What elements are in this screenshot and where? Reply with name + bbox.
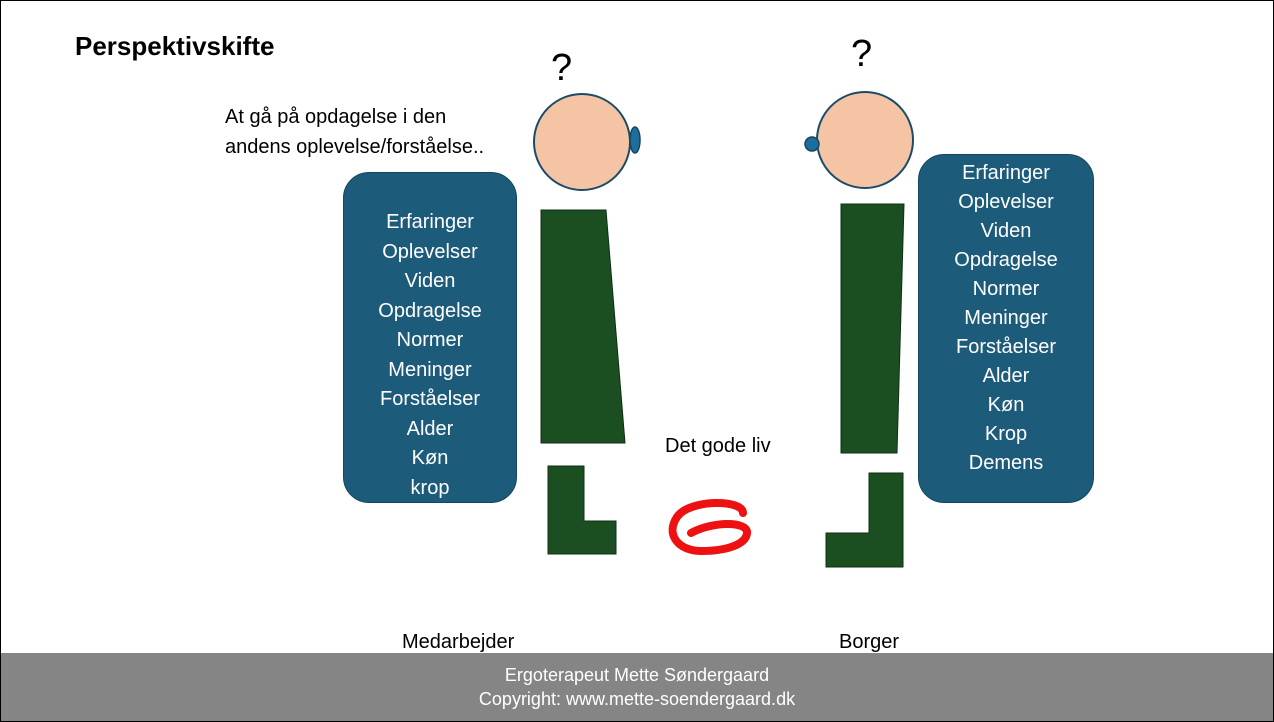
right-leg xyxy=(825,472,904,568)
list-item: Viden xyxy=(404,270,456,292)
list-item: Alder xyxy=(406,417,454,440)
list-item: Forståelser xyxy=(955,336,1057,358)
right-question-mark: ? xyxy=(851,33,873,75)
list-item: Forståelser xyxy=(379,388,481,410)
right-attributes-list: Erfaringer Oplevelser Viden Opdragelse N… xyxy=(919,159,1093,478)
left-head xyxy=(533,93,631,191)
list-item: Køn xyxy=(987,394,1025,416)
left-leg xyxy=(547,465,617,555)
slide-title: Perspektivskifte xyxy=(75,31,275,61)
right-person-label: Borger xyxy=(839,631,900,653)
list-item: Demens xyxy=(968,452,1044,474)
center-text: Det gode liv xyxy=(665,435,771,457)
list-item: Viden xyxy=(980,220,1032,242)
left-ear xyxy=(629,126,641,154)
left-attributes-list: Erfaringer Oplevelser Viden Opdragelse N… xyxy=(344,208,516,503)
list-item: Meninger xyxy=(388,358,472,381)
connection-squiggle xyxy=(668,499,751,556)
list-item: Erfaringer xyxy=(386,211,474,233)
list-item: Opdragelse xyxy=(378,299,482,322)
list-item: Erfaringer xyxy=(962,162,1050,184)
left-torso xyxy=(540,209,626,444)
list-item: Køn xyxy=(411,447,449,469)
list-item: Krop xyxy=(984,423,1028,445)
left-person-label: Medarbejder xyxy=(402,631,515,653)
list-item: Alder xyxy=(982,365,1030,387)
right-attributes-box: Erfaringer Oplevelser Viden Opdragelse N… xyxy=(918,154,1094,503)
right-torso xyxy=(840,203,905,454)
footer-copyright: Copyright: www.mette-soendergaard.dk xyxy=(478,689,796,709)
list-item: krop xyxy=(410,476,450,499)
list-item: Oplevelser xyxy=(382,240,478,263)
footer-author: Ergoterapeut Mette Søndergaard xyxy=(504,665,770,685)
list-item: Opdragelse xyxy=(954,249,1058,271)
intro-line-2: andens oplevelse/forståelse.. xyxy=(225,136,485,158)
right-head xyxy=(816,91,914,189)
right-ear xyxy=(804,136,820,152)
left-question-mark: ? xyxy=(551,47,573,89)
intro-text: At gå på opdagelse i den andens oplevels… xyxy=(225,102,484,162)
list-item: Normer xyxy=(396,329,464,351)
left-attributes-box: Erfaringer Oplevelser Viden Opdragelse N… xyxy=(343,172,517,503)
list-item: Oplevelser xyxy=(958,191,1054,213)
list-item: Meninger xyxy=(964,307,1048,329)
list-item: Normer xyxy=(972,278,1040,300)
footer: Ergoterapeut Mette Søndergaard Copyright… xyxy=(1,653,1273,721)
intro-line-1: At gå på opdagelse i den xyxy=(225,106,447,128)
